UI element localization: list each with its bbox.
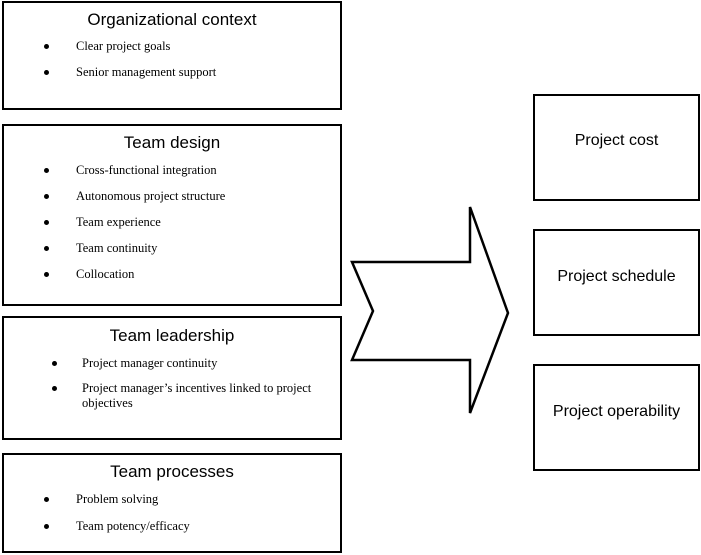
- list-item: Problem solving: [4, 492, 340, 507]
- box-title: Organizational context: [87, 10, 257, 29]
- bullet-icon: [44, 246, 49, 251]
- box-title: Team design: [123, 133, 221, 152]
- list-item: Project manager’s incentives linked to p…: [4, 381, 340, 411]
- box-title: Team processes: [110, 462, 234, 481]
- bullet-icon: [52, 361, 57, 366]
- list-item: Team continuity: [4, 241, 340, 256]
- bullet-icon: [44, 194, 49, 199]
- outcome-label: Project schedule: [557, 267, 676, 285]
- list-item: Collocation: [4, 267, 340, 282]
- outcome-project-schedule: Project schedule: [533, 229, 700, 336]
- bullet-icon: [44, 70, 49, 75]
- list-item: Project manager continuity: [4, 356, 340, 371]
- bullet-icon: [44, 220, 49, 225]
- list-item: Clear project goals: [4, 39, 340, 54]
- list-item: Team potency/efficacy: [4, 519, 340, 534]
- outcome-project-operability: Project operability: [533, 364, 700, 471]
- outcome-label: Project cost: [574, 131, 659, 149]
- list-item: Autonomous project structure: [4, 189, 340, 204]
- list-item: Cross-functional integration: [4, 163, 340, 178]
- outcome-label: Project operability: [552, 402, 681, 420]
- bullet-icon: [44, 524, 49, 529]
- box-team-processes: Team processes Problem solving Team pote…: [2, 453, 342, 553]
- list-item: Team experience: [4, 215, 340, 230]
- bullet-icon: [44, 272, 49, 277]
- bullet-icon: [44, 44, 49, 49]
- box-team-design: Team design Cross-functional integration…: [2, 124, 342, 306]
- list-item: Senior management support: [4, 65, 340, 80]
- box-team-leadership: Team leadership Project manager continui…: [2, 316, 342, 440]
- bullet-icon: [52, 386, 57, 391]
- bullet-icon: [44, 168, 49, 173]
- box-title: Team leadership: [109, 326, 235, 345]
- box-organizational-context: Organizational context Clear project goa…: [2, 1, 342, 110]
- outcome-project-cost: Project cost: [533, 94, 700, 201]
- bullet-icon: [44, 497, 49, 502]
